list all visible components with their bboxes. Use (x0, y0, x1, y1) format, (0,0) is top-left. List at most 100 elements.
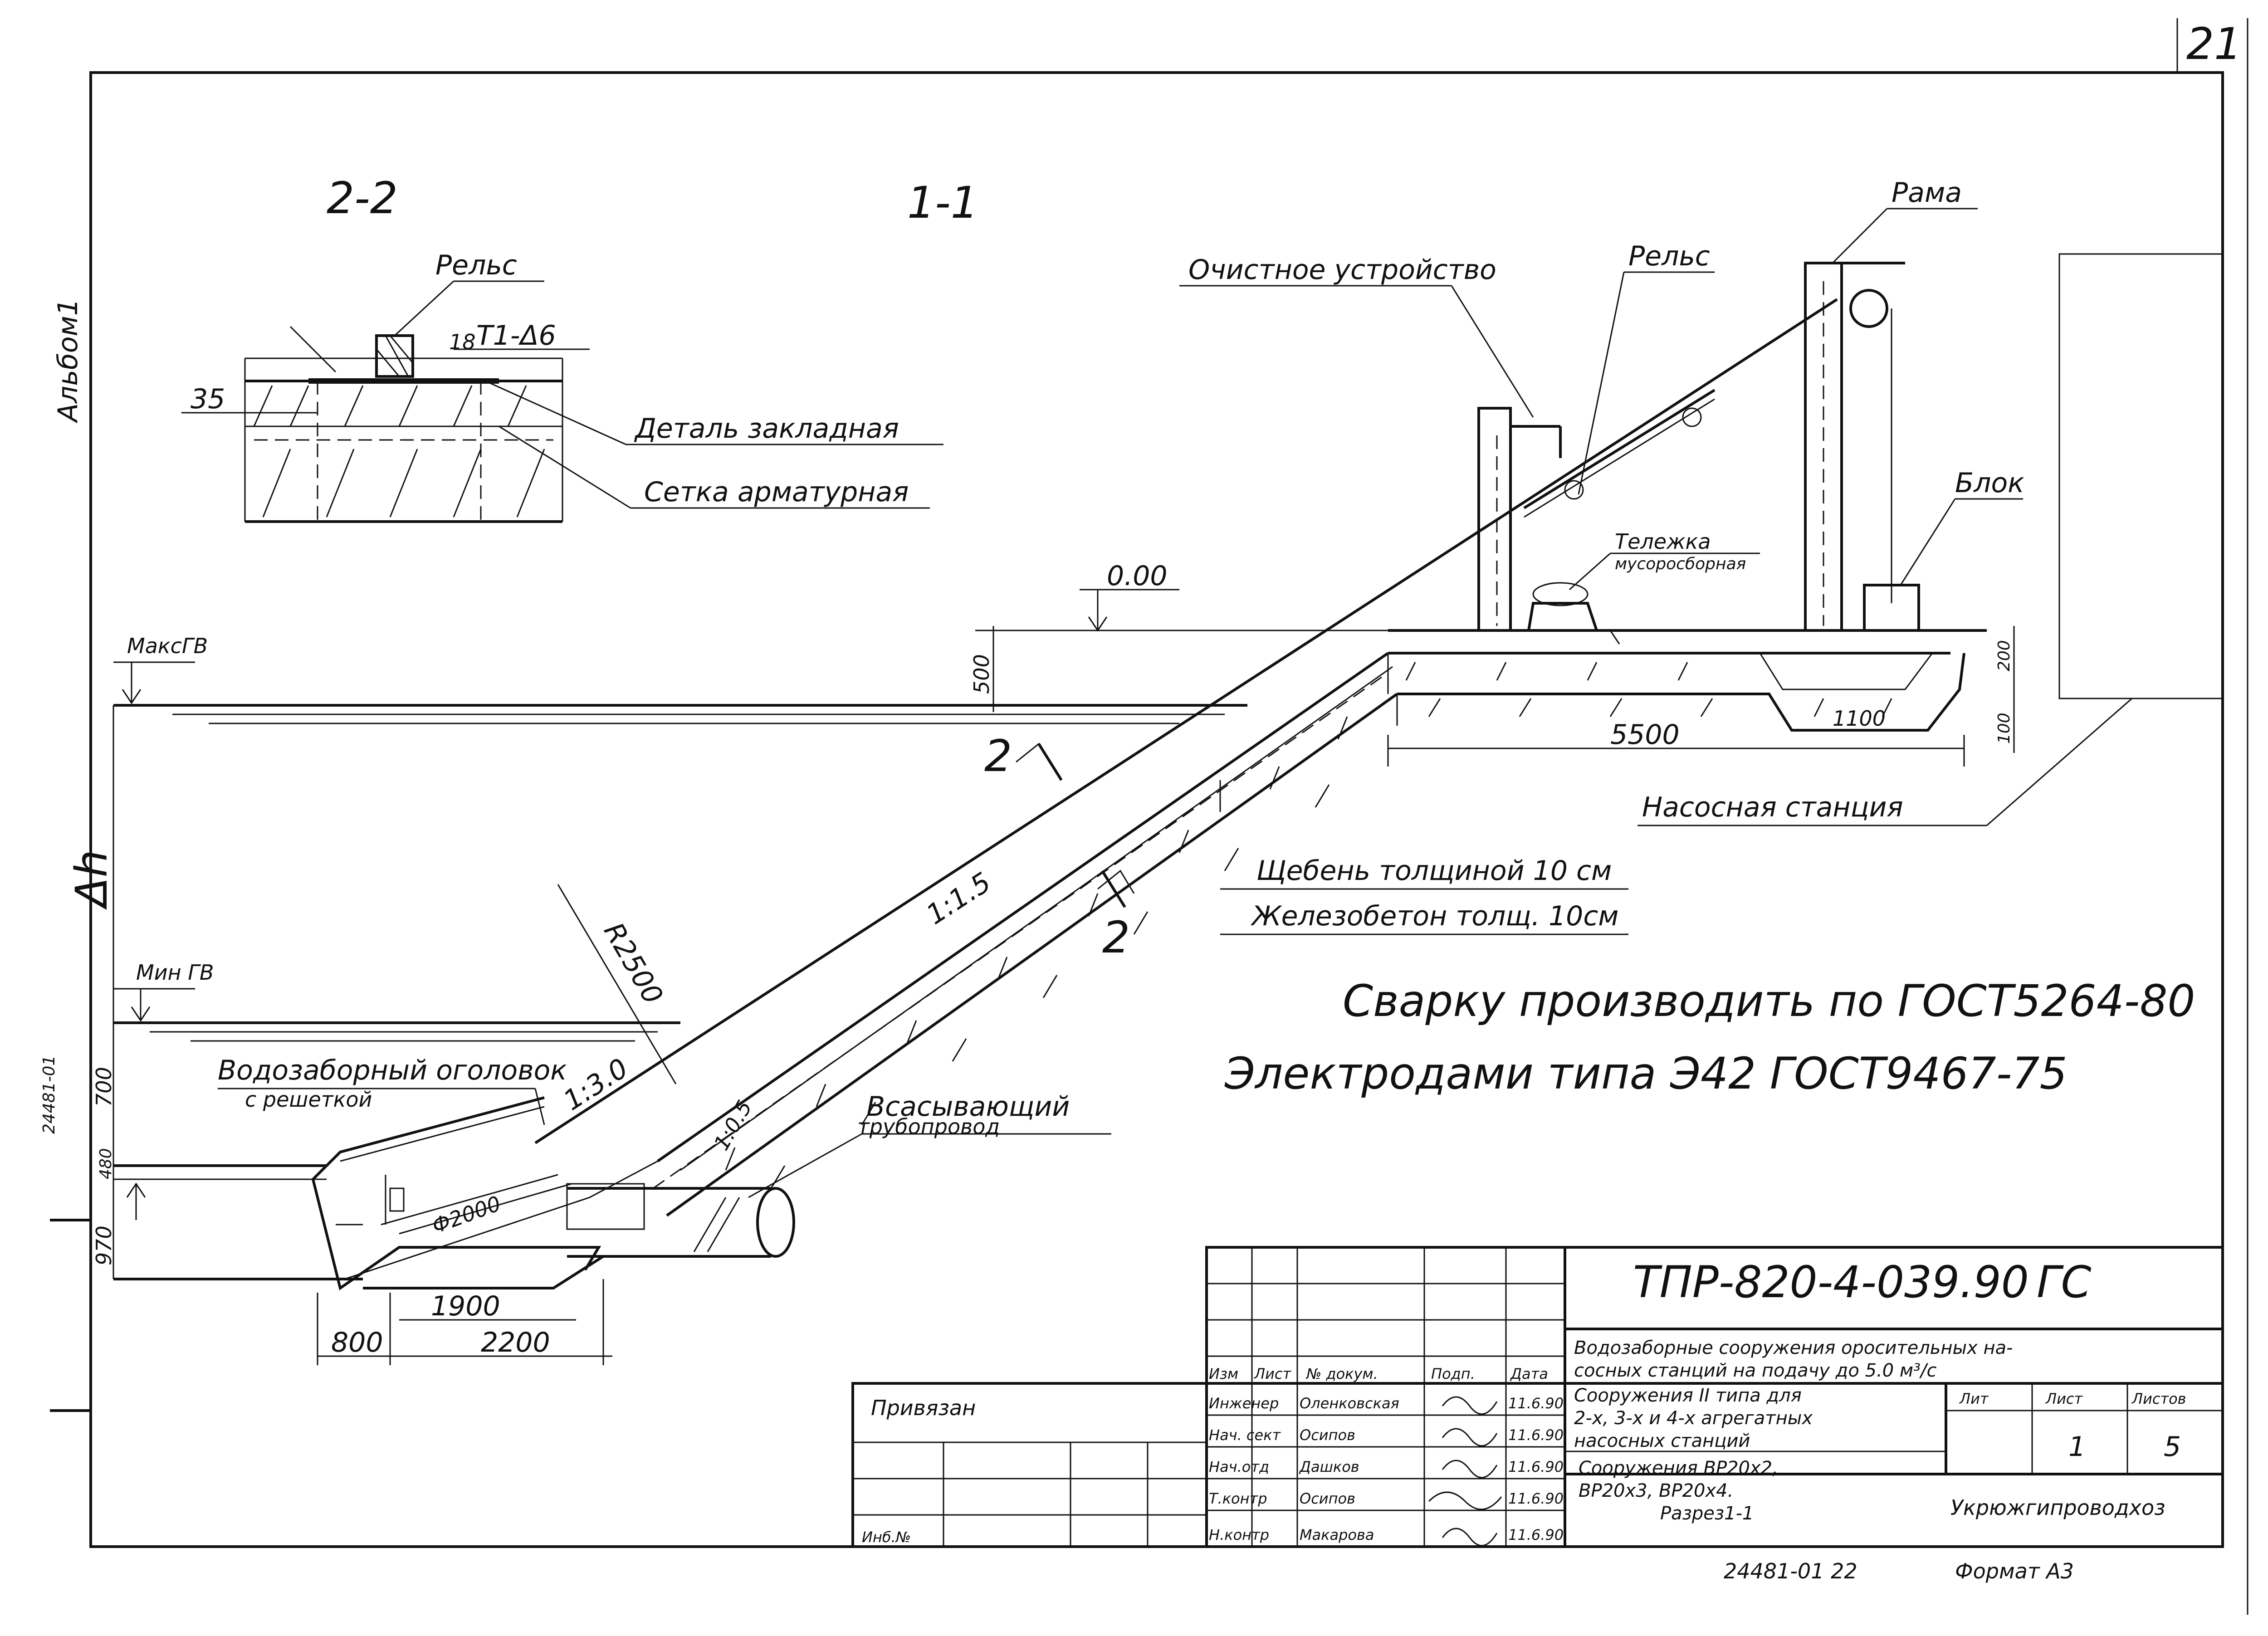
max-water-label: МаксГВ (127, 634, 208, 658)
section-mark-lower: 2 (1102, 912, 1130, 963)
dim-800: 800 (331, 1327, 383, 1358)
slope-1-0.5: 1:0.5 (709, 1096, 757, 1154)
construction-line-2: 2-х, 3-х и 4-х агрегатных (1574, 1408, 1813, 1429)
rail-label-detail: Рельс (435, 249, 517, 281)
role-3: Т.контр (1209, 1490, 1267, 1507)
listov-value: 5 (2164, 1431, 2181, 1463)
date-1: 11.6.90 (1508, 1426, 1564, 1444)
signature-2 (1442, 1460, 1498, 1479)
note-line-1: Сварку производить по ГОСТ5264-80 (1343, 976, 2195, 1026)
construction-line-1: Сооружения II типа для (1574, 1385, 1802, 1406)
lit-header: Лит (1959, 1390, 1989, 1407)
section-title-2-2: 2-2 (327, 173, 398, 224)
block-label: Блок (1955, 467, 2024, 499)
radius-label: R2500 (597, 918, 669, 1010)
signature-0 (1442, 1396, 1498, 1415)
dim-700: 700 (92, 1067, 116, 1107)
suction-label-1: Всасывающий (866, 1091, 1070, 1123)
cart-label-2: мусоросборная (1615, 555, 1746, 573)
dim-1100: 1100 (1833, 706, 1886, 731)
min-water-label: Мин ГВ (136, 960, 214, 985)
col-list: Лист (1254, 1365, 1291, 1382)
list-value: 1 (2068, 1431, 2086, 1463)
dim-100: 100 (1995, 713, 2014, 744)
signature-1 (1442, 1428, 1498, 1447)
dim-18: 18 (449, 330, 476, 354)
gravel-label: Щебень толщиной 10 см (1256, 855, 1612, 887)
object-line-1: Водозаборные сооружения оросительных на- (1574, 1338, 2013, 1358)
name-4: Макарова (1300, 1526, 1374, 1543)
name-0: Оленковская (1300, 1395, 1399, 1412)
zero-level-label: 0.00 (1107, 560, 1168, 592)
drawing-line-3: Разрез1-1 (1660, 1503, 1754, 1524)
margin-note: 24481-01 (40, 1055, 59, 1134)
list-header: Лист (2045, 1390, 2083, 1407)
col-izm: Изм (1209, 1365, 1238, 1382)
pipe-diameter-label: Ф2000 (429, 1191, 504, 1238)
suction-label-2: трубопровод (857, 1114, 1000, 1139)
delta-h-label: Δh (66, 850, 117, 910)
block-element (1863, 584, 1920, 632)
cleaning-device-post (1477, 407, 1512, 632)
role-2: Нач.отд (1209, 1458, 1269, 1475)
section-title-1-1: 1-1 (907, 177, 978, 228)
date-2: 11.6.90 (1508, 1458, 1564, 1475)
intake-head: Ф2000 Водозаборный оголовок с решеткой В… (218, 1055, 1111, 1365)
album-label: Альбом1 (52, 298, 84, 424)
water-levels: МаксГВ Мин ГВ Δh 700 480 970 (66, 634, 1247, 1280)
layer-labels: Щебень толщиной 10 см Железобетон толщ. … (1220, 855, 1628, 935)
weld-mark: Т1-Δ6 (476, 320, 556, 352)
role-4: Н.контр (1209, 1526, 1269, 1543)
slope-1-3.0: 1:3.0 (558, 1052, 634, 1117)
stage-code: ГС (2037, 1257, 2092, 1308)
embedded-part-label: Деталь закладная (634, 413, 899, 444)
name-1: Осипов (1300, 1426, 1355, 1444)
dim-2200: 2200 (481, 1327, 550, 1358)
listov-header: Листов (2131, 1390, 2186, 1407)
intake-head-label-2: с решеткой (245, 1087, 372, 1112)
col-date: Дата (1510, 1365, 1548, 1382)
date-0: 11.6.90 (1508, 1395, 1564, 1412)
name-3: Осипов (1300, 1490, 1355, 1507)
sheet-number: 21 (2186, 19, 2242, 69)
signature-3 (1428, 1491, 1502, 1510)
pump-station-building (2058, 253, 2224, 699)
col-doc: № докум. (1305, 1365, 1378, 1382)
object-line-2: сосных станций на подачу до 5.0 м³/с (1574, 1360, 1937, 1381)
organization: Укрюжгипроводхоз (1950, 1495, 2165, 1520)
date-4: 11.6.90 (1508, 1526, 1564, 1543)
intake-head-label-1: Водозаборный оголовок (218, 1055, 567, 1086)
role-0: Инженер (1209, 1395, 1279, 1412)
frame-pulley (1849, 289, 1888, 328)
col-sign: Подп. (1431, 1365, 1475, 1382)
date-3: 11.6.90 (1508, 1490, 1564, 1507)
document-code: ТПР-820-4-039.90 (1633, 1257, 2029, 1308)
slope-1-1.5: 1:1.5 (921, 866, 997, 931)
note-line-2: Электродами типа Э42 ГОСТ9467-75 (1224, 1048, 2068, 1099)
archive-number: 24481-01 22 (1724, 1559, 1857, 1583)
frame-label: Рама (1892, 177, 1962, 209)
construction-line-3: насосных станций (1574, 1431, 1750, 1451)
drawing-line-1: Сооружения ВР20х2, (1579, 1458, 1778, 1479)
pump-station-area: 5500 1100 200 100 Насосная станция Очист… (1179, 177, 2224, 826)
bound-label: Привязан (871, 1396, 976, 1420)
rail-label: Рельс (1628, 240, 1710, 272)
cart-label-1: Тележка (1615, 529, 1711, 554)
concrete-label: Железобетон толщ. 10см (1250, 900, 1619, 932)
signature-4 (1442, 1528, 1498, 1547)
detail-2-2: Рельс 35 18 Т1-Δ6 Деталь закладная Сетка… (181, 249, 943, 523)
pump-station-label: Насосная станция (1642, 791, 1903, 823)
cart-body (1527, 602, 1598, 631)
cleaning-device-label: Очистное устройство (1188, 254, 1496, 286)
title-block: Привязан Инб.№ ТПР-820-4-039.90 ГС Водоз… (851, 1246, 2224, 1583)
format-label: Формат А3 (1955, 1559, 2074, 1583)
dim-200: 200 (1995, 640, 2014, 671)
dim-35: 35 (191, 383, 225, 415)
dim-480: 480 (97, 1148, 115, 1179)
drawing-line-2: ВР20х3, ВР20х4. (1579, 1480, 1733, 1501)
mesh-label: Сетка арматурная (644, 476, 909, 508)
inv-label: Инб.№ (862, 1529, 911, 1546)
section-mark-upper: 2 (984, 731, 1012, 781)
